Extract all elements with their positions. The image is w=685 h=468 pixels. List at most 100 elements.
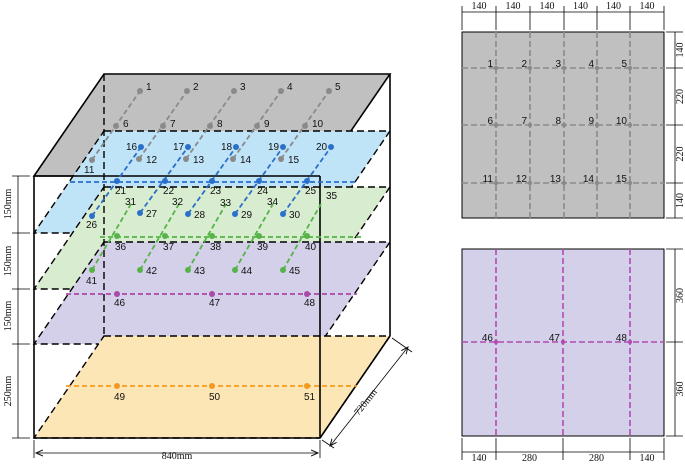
top-point-1 [493,65,499,71]
bottom-point-46 [493,339,499,345]
point-12 [136,156,142,162]
top-point-15 [627,180,633,186]
top-point-8 [561,122,567,128]
point-22 [162,178,168,184]
point-48 [304,291,310,297]
label-3: 3 [240,82,246,93]
point-25 [304,178,310,184]
label-4: 4 [287,82,293,93]
point-28 [185,211,191,217]
label-32: 32 [172,197,184,208]
bottom-dim-2: 280 [589,453,604,463]
point-14 [230,156,236,162]
point-38 [209,233,215,239]
point-49 [114,383,120,389]
dim-720mm: 720mm [352,387,380,418]
point-50 [209,383,215,389]
label-39: 39 [257,242,269,253]
bottom-dim-1: 280 [522,453,537,463]
label-45: 45 [289,266,301,277]
point-41 [89,267,95,273]
point-11 [89,157,95,163]
label-40: 40 [305,242,317,253]
label-9: 9 [264,119,270,130]
bottom-label-46: 46 [482,333,494,344]
top-label-6: 6 [487,116,493,127]
width-dimension: 840mm [33,440,321,462]
point-19 [280,144,286,150]
top-rdim-1: 220 [675,89,685,104]
point-3 [231,88,237,94]
green-line-4 [234,203,274,271]
point-27 [137,210,143,216]
point-7 [160,123,166,129]
label-48: 48 [304,298,316,309]
point-4 [278,88,284,94]
top-point-5 [627,65,633,71]
dim-150mm-3: 150mm [3,301,14,332]
label-11: 11 [84,165,95,176]
label-16: 16 [126,142,138,153]
label-30: 30 [289,210,301,221]
bottom-label-47: 47 [549,333,561,344]
point-45 [280,267,286,273]
top-dim-5: 140 [640,1,655,12]
label-6: 6 [123,119,129,130]
label-34: 34 [267,197,279,208]
top-label-15: 15 [616,174,628,185]
point-44 [232,267,238,273]
top-label-10: 10 [616,116,628,127]
green-line-3 [187,203,227,271]
label-27: 27 [146,209,158,220]
top-point-11 [493,180,499,186]
top-point-9 [594,122,600,128]
point-43 [185,267,191,273]
point-20 [328,144,334,150]
label-12: 12 [146,155,158,166]
label-37: 37 [163,242,175,253]
label-1: 1 [146,82,152,93]
label-17: 17 [173,142,185,153]
top-rdim-2: 220 [675,147,685,162]
label-25: 25 [305,186,317,197]
bottom-label-48: 48 [616,333,628,344]
point-46 [114,291,120,297]
label-18: 18 [221,142,233,153]
label-47: 47 [209,298,221,309]
label-23: 23 [210,186,222,197]
label-26: 26 [86,220,98,231]
bottom-point-47 [560,339,566,345]
top-label-3: 3 [555,59,561,70]
label-43: 43 [194,266,206,277]
top-label-8: 8 [555,116,561,127]
point-21 [114,178,120,184]
label-14: 14 [240,155,252,166]
label-24: 24 [257,186,269,197]
bottom-dim-0: 140 [472,453,487,463]
label-49: 49 [114,392,126,403]
point-18 [233,144,239,150]
top-label-14: 14 [583,174,595,185]
label-20: 20 [316,142,328,153]
point-16 [138,144,144,150]
top-point-13 [561,180,567,186]
top-label-11: 11 [483,174,494,185]
label-13: 13 [193,155,205,166]
point-42 [137,267,143,273]
height-dimension: 150mm 150mm 150mm 250mm [3,175,30,439]
bottom-point-48 [627,339,633,345]
label-21: 21 [115,186,127,197]
label-46: 46 [114,298,126,309]
point-15 [278,156,284,162]
bottom-view-bottom-dims: 140 280 280 140 [461,438,665,464]
bottom-dim-3: 140 [640,453,655,463]
label-10: 10 [312,119,324,130]
top-dim-2: 140 [540,1,555,12]
bottom-rdim-1: 360 [675,382,685,397]
